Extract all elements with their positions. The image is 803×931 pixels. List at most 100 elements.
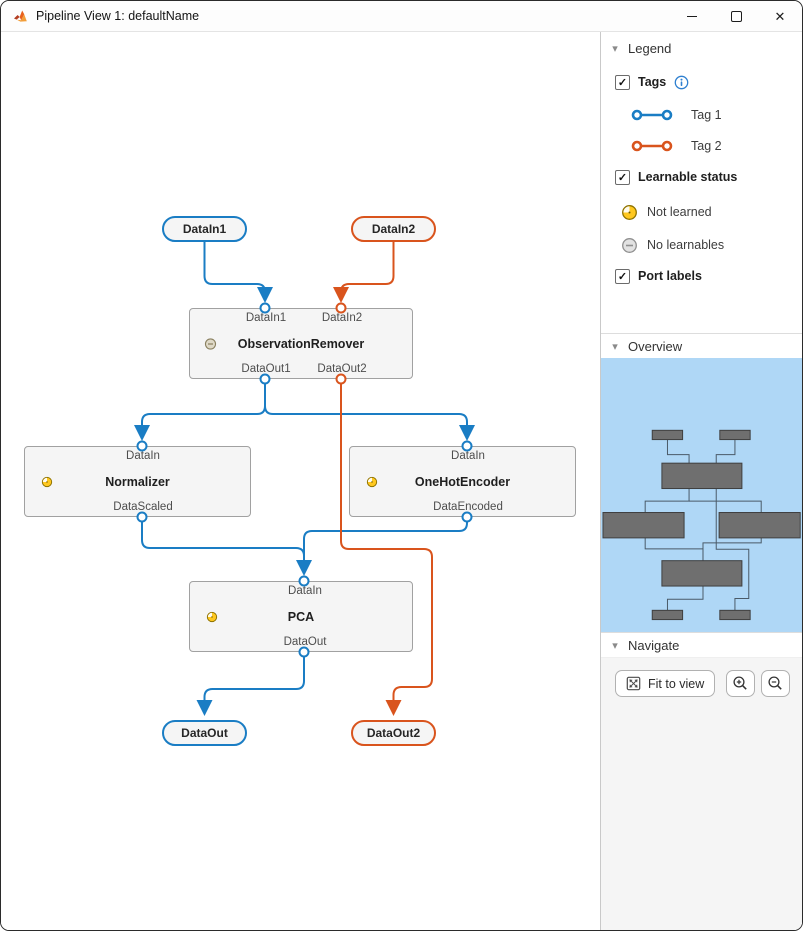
edge-dataout2-to-dataout2: [340, 383, 433, 716]
navigate-header-label: Navigate: [628, 637, 680, 653]
tag1-line-icon: [631, 109, 673, 121]
learnable-status-label: Learnable status: [638, 170, 738, 184]
port-labels-checkbox-row: ✓ Port labels: [601, 265, 802, 287]
close-button[interactable]: ✕: [758, 1, 802, 31]
port-labels-label: Port labels: [638, 269, 702, 283]
node-dataout[interactable]: DataOut: [162, 720, 247, 746]
node-datain2-label: DataIn2: [371, 222, 416, 236]
node-datain1-label: DataIn1: [182, 222, 227, 236]
port-label: DataOut1: [241, 363, 291, 375]
window-title: Pipeline View 1: defaultName: [36, 9, 200, 23]
port-label: DataIn: [126, 450, 160, 462]
edge-dataencoded-to-pca: [303, 521, 468, 573]
fit-to-view-icon: [626, 676, 641, 691]
node-normalizer[interactable]: DataIn Normalizer DataScaled: [24, 446, 251, 517]
node-datain2[interactable]: DataIn2: [351, 216, 436, 242]
minimap-node: [651, 429, 684, 441]
learnable-status-checkbox[interactable]: ✓: [615, 169, 630, 185]
node-dataout2[interactable]: DataOut2: [351, 720, 436, 746]
minimap-node: [602, 512, 685, 539]
not-learned-row: Not learned: [601, 203, 802, 221]
tags-checkbox[interactable]: ✓: [615, 74, 630, 90]
navigate-header: ▾ Navigate: [601, 632, 802, 658]
zoom-out-icon: [768, 676, 782, 690]
maximize-button[interactable]: [714, 1, 758, 31]
tag2-legend-row: Tag 2: [601, 137, 802, 155]
minimap-node: [651, 609, 684, 621]
legend-header-label: Legend: [628, 40, 672, 56]
tag2-line-icon: [631, 140, 673, 152]
info-icon[interactable]: [674, 75, 689, 90]
zoom-out-button[interactable]: [761, 670, 790, 697]
minimap-node: [661, 560, 743, 587]
node-title: OneHotEncoder: [414, 474, 511, 489]
node-title: PCA: [287, 609, 315, 624]
tags-label: Tags: [638, 75, 667, 89]
node-dataout2-label: DataOut2: [366, 726, 421, 740]
learnable-checkbox-row: ✓ Learnable status: [601, 166, 802, 188]
navigate-section: ▾ Navigate Fit to view: [601, 632, 802, 930]
main-area: DataIn1 DataIn2 DataIn1 DataIn2 Observat…: [1, 32, 802, 930]
titlebar: Pipeline View 1: defaultName ✕: [1, 1, 802, 32]
port-label: DataIn: [451, 450, 485, 462]
not-learned-icon: [41, 476, 53, 488]
minimap-node: [661, 462, 743, 490]
port-label: DataIn1: [245, 312, 287, 324]
node-observationremover[interactable]: DataIn1 DataIn2 ObservationRemover DataO…: [189, 308, 413, 379]
collapse-arrow-icon[interactable]: ▾: [612, 340, 618, 353]
not-learned-icon: [622, 204, 637, 220]
legend-header: ▾ Legend: [601, 36, 802, 60]
sidebar: ▾ Legend ✓ Tags Tag 1: [600, 32, 802, 930]
no-learnables-label: No learnables: [647, 238, 725, 252]
edge-datascaled-to-pca: [141, 521, 312, 576]
node-datain1[interactable]: DataIn1: [162, 216, 247, 242]
edge-datain2-to-observationremover: [333, 242, 395, 303]
edge-dataout1-to-normalizer: [134, 383, 266, 441]
minimap-node: [718, 512, 801, 539]
port-label: DataIn2: [321, 312, 363, 324]
port-label: DataIn: [288, 585, 322, 597]
node-pca[interactable]: DataIn PCA DataOut: [189, 581, 413, 652]
pipeline-canvas[interactable]: DataIn1 DataIn2 DataIn1 DataIn2 Observat…: [1, 32, 600, 930]
minimap-node: [719, 609, 751, 621]
overview-section: ▾ Overview: [601, 333, 802, 632]
minimap-node: [719, 429, 751, 441]
not-learned-label: Not learned: [647, 205, 712, 219]
no-learnables-row: No learnables: [601, 236, 802, 254]
node-onehotencoder[interactable]: DataIn OneHotEncoder DataEncoded: [349, 446, 576, 517]
port-label: DataEncoded: [433, 501, 503, 513]
port-labels-checkbox[interactable]: ✓: [615, 268, 630, 284]
collapse-arrow-icon[interactable]: ▾: [612, 42, 618, 55]
zoom-in-button[interactable]: [726, 670, 755, 697]
port-label: DataOut: [283, 636, 327, 648]
minimize-button[interactable]: [670, 1, 714, 31]
not-learned-icon: [366, 476, 378, 488]
port-label: DataScaled: [113, 501, 173, 513]
maximize-icon: [730, 10, 742, 22]
close-icon: ✕: [774, 8, 786, 24]
edge-dataout1-to-onehotencoder: [264, 405, 475, 441]
edge-pca-to-dataout: [196, 656, 305, 716]
overview-header-label: Overview: [628, 338, 683, 354]
edge-datain1-to-observationremover: [203, 242, 273, 303]
collapse-arrow-icon[interactable]: ▾: [612, 639, 618, 652]
overview-minimap[interactable]: [601, 358, 802, 632]
matlab-logo-icon: [14, 10, 27, 22]
tag1-legend-row: Tag 1: [601, 106, 802, 124]
tag1-label: Tag 1: [691, 108, 722, 122]
node-dataout-label: DataOut: [181, 726, 228, 740]
fit-to-view-label: Fit to view: [648, 676, 705, 691]
node-title: Normalizer: [105, 474, 170, 489]
tags-checkbox-row: ✓ Tags: [601, 71, 802, 93]
minimize-icon: [687, 15, 697, 17]
legend-section: ▾ Legend ✓ Tags Tag 1: [601, 32, 802, 333]
fit-to-view-button[interactable]: Fit to view: [615, 670, 716, 697]
port-label: DataOut2: [317, 363, 367, 375]
zoom-in-icon: [733, 676, 747, 690]
overview-header: ▾ Overview: [601, 333, 802, 358]
no-learnables-icon: [622, 237, 637, 253]
navigate-toolbar: Fit to view: [601, 658, 802, 697]
tag2-label: Tag 2: [691, 139, 722, 153]
node-title: ObservationRemover: [237, 336, 365, 351]
